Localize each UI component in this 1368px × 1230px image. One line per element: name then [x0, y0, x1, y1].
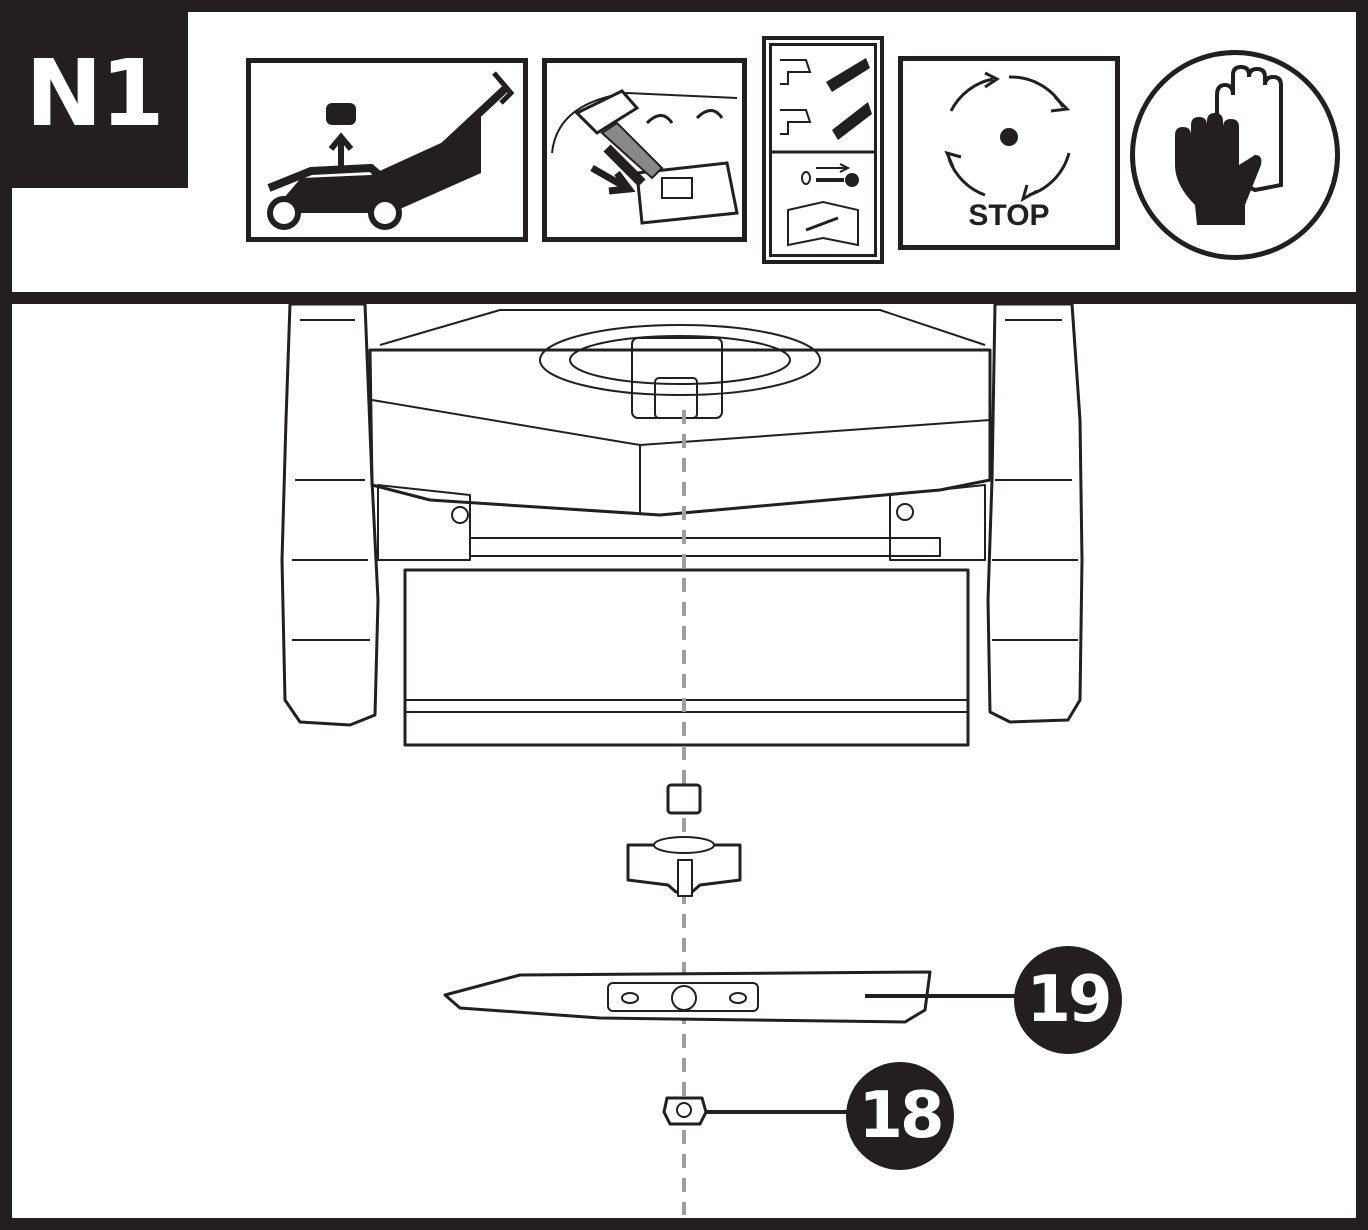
- remove-safety-key-icon: [542, 58, 747, 242]
- remove-spark-plug-cap-icon: [246, 58, 528, 242]
- stop-label: STOP: [968, 199, 1050, 232]
- wear-gloves-icon: [1130, 50, 1340, 260]
- rear-flap: [403, 568, 970, 747]
- part-number-19: 19: [1014, 946, 1122, 1054]
- step-badge: N1: [0, 0, 188, 188]
- disconnect-read-manual-icon: [762, 36, 884, 264]
- deck-hub-recess: [539, 324, 821, 396]
- part-number-18: 18: [846, 1062, 954, 1170]
- mower-deck: [368, 348, 992, 517]
- right-wheel: [986, 302, 1084, 724]
- header-band: [0, 0, 1368, 304]
- stop-blade-icon: STOP: [898, 56, 1120, 250]
- spacer: [666, 783, 702, 815]
